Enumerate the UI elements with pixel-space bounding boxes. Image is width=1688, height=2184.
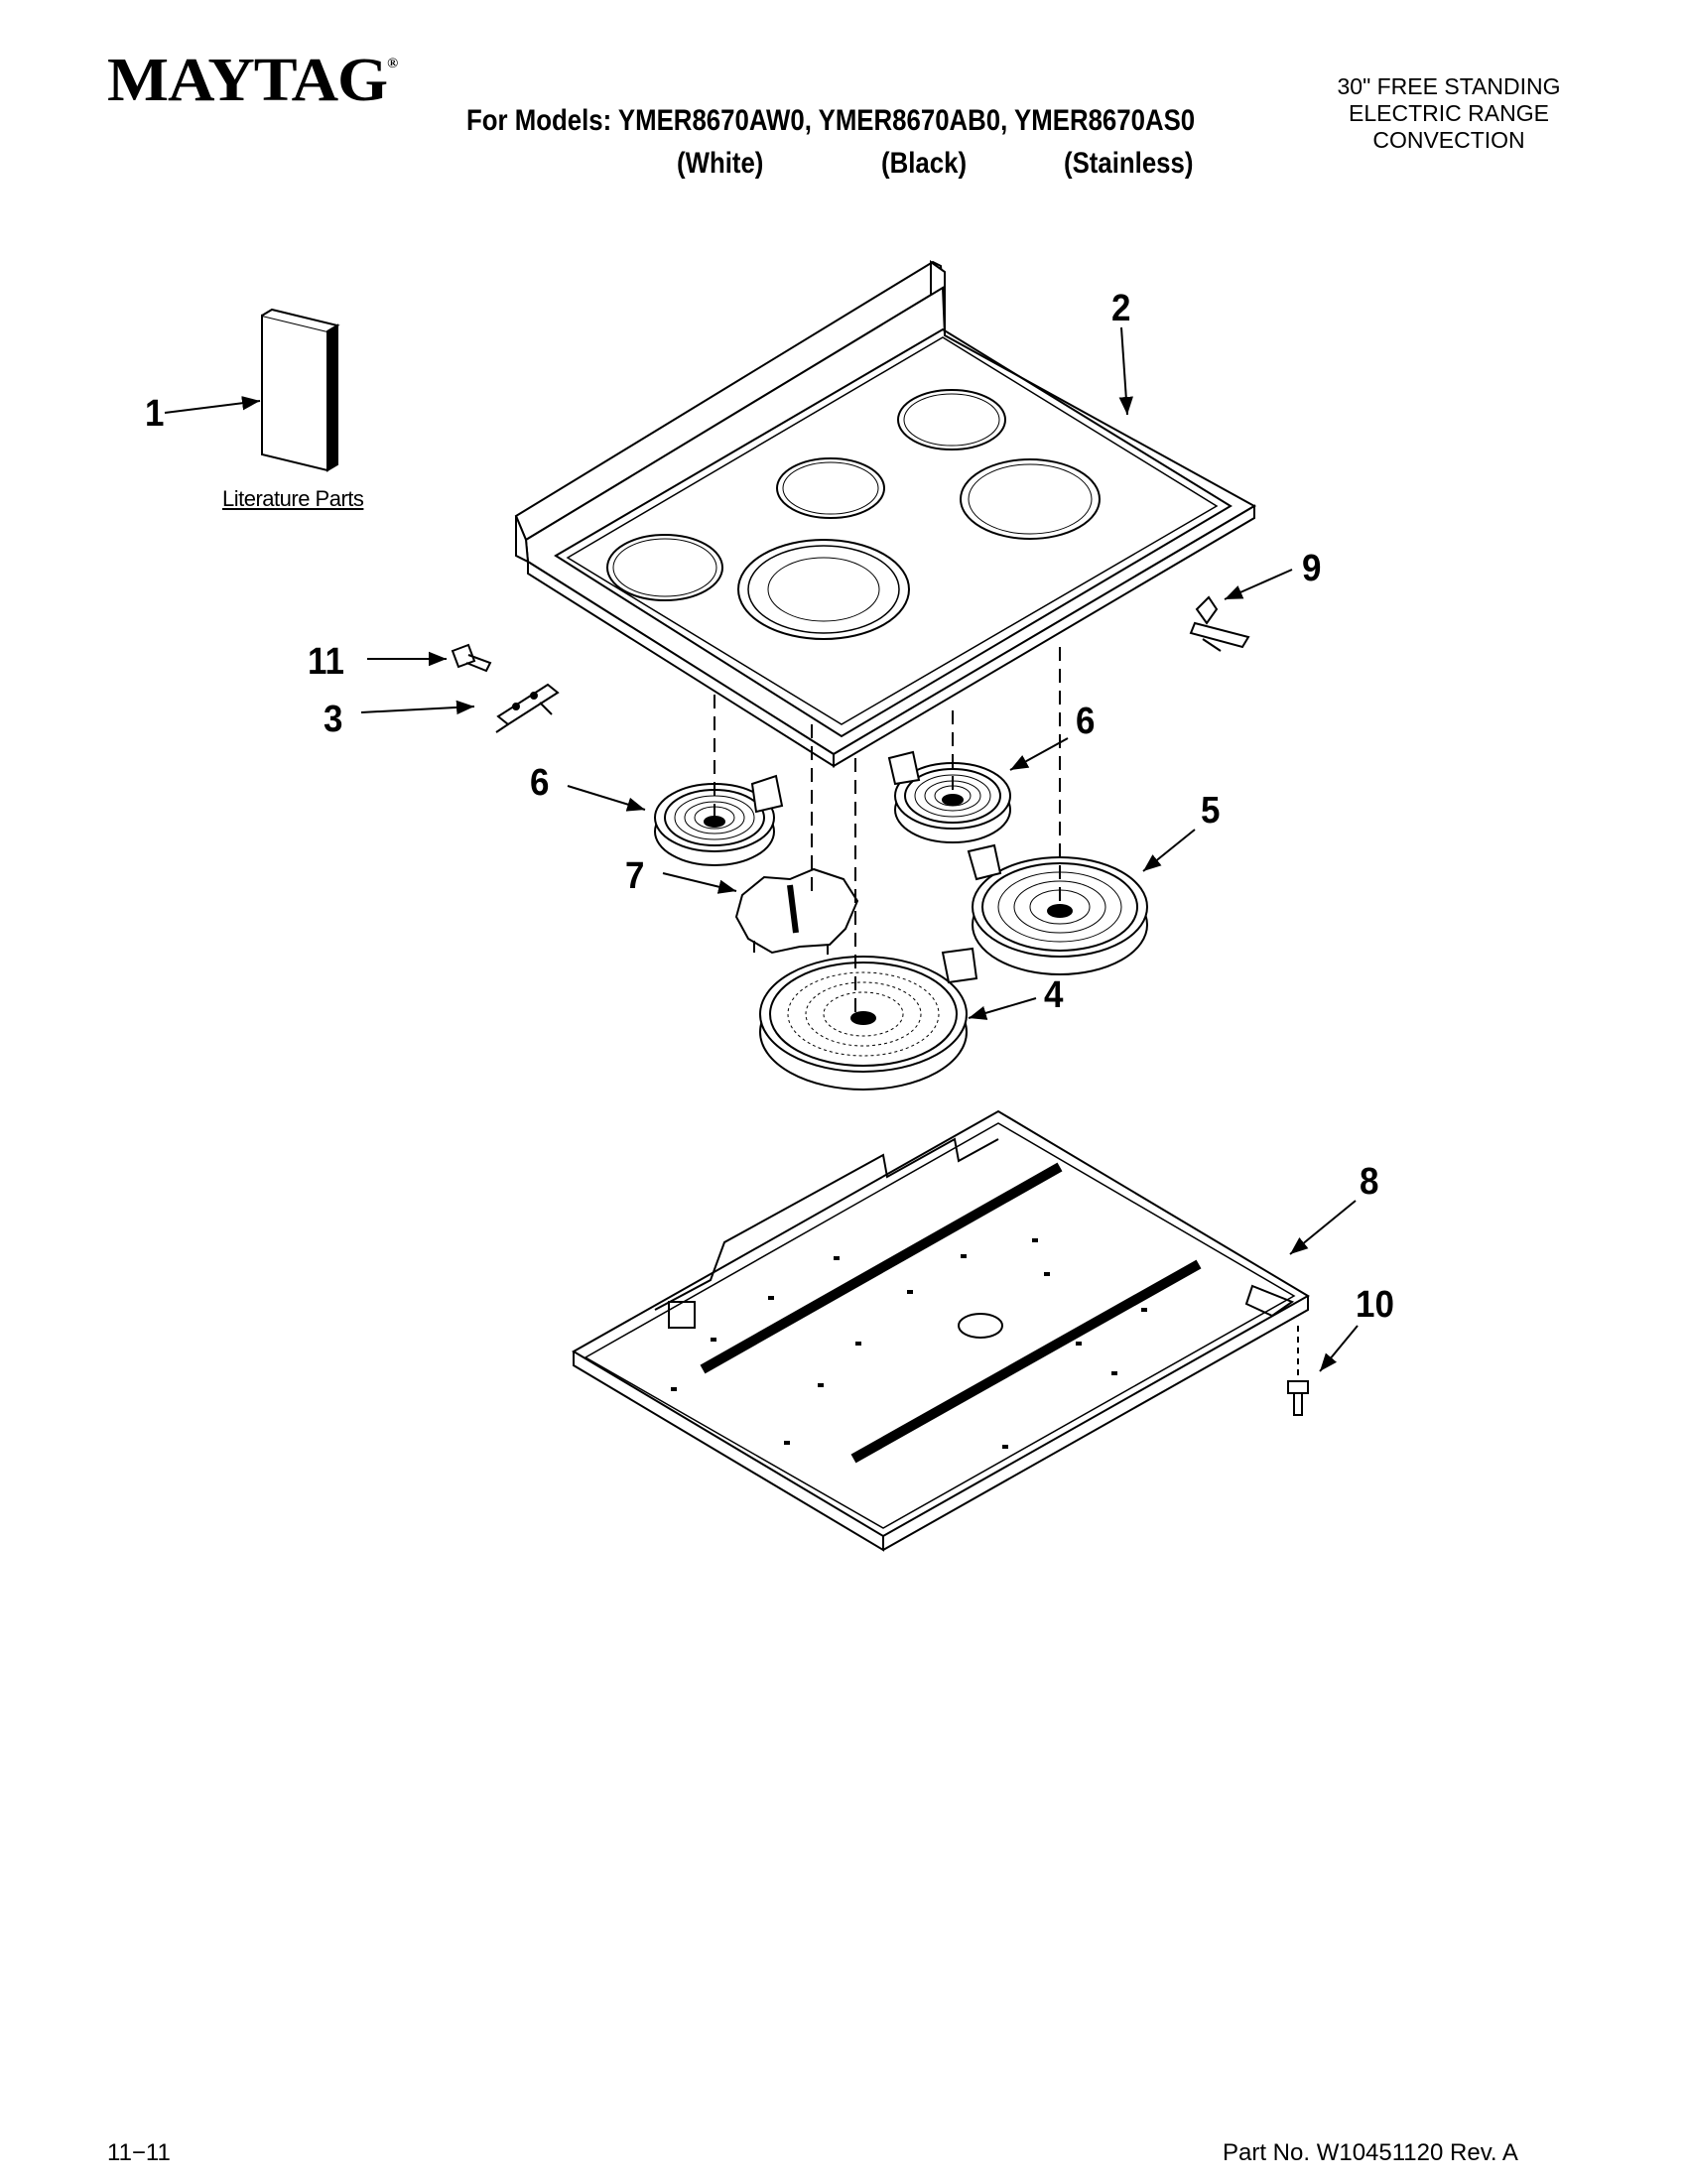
leader-arrows (164, 326, 1359, 1372)
literature-parts-label: Literature Parts (222, 486, 364, 511)
brand-name: MAYTAG (107, 47, 388, 114)
description-line-1: 30" FREE STANDING (1337, 73, 1561, 99)
callout-6-left: 6 (530, 762, 550, 804)
registered-mark: ® (387, 57, 398, 71)
burner-box-holes (671, 1238, 1147, 1449)
bracket-illustration (495, 683, 560, 733)
brand-logo: MAYTAG® (107, 47, 398, 114)
color-white: (White) (677, 147, 764, 180)
callout-6-right: 6 (1076, 701, 1096, 742)
description-line-3: CONVECTION (1372, 127, 1525, 153)
callout-2: 2 (1111, 288, 1131, 329)
shield-illustration (734, 867, 859, 955)
screw-11-illustration (451, 643, 492, 673)
models-line: For Models: YMER8670AW0, YMER8670AB0, YM… (466, 104, 1196, 137)
callout-8: 8 (1360, 1161, 1379, 1203)
cooktop-illustration (514, 260, 1257, 768)
date-code: 11−11 (107, 2139, 171, 2166)
callout-11: 11 (308, 641, 344, 683)
front-left-element-illustration (654, 774, 784, 866)
rear-small-element-illustration (887, 750, 1011, 843)
large-element-illustration (759, 947, 978, 1091)
literature-parts-illustration (261, 308, 340, 472)
callout-1: 1 (145, 393, 165, 435)
callout-3: 3 (324, 699, 343, 740)
callout-9: 9 (1302, 548, 1322, 589)
clip-illustration (1189, 595, 1250, 652)
callout-4: 4 (1044, 974, 1064, 1016)
color-stainless: (Stainless) (1064, 147, 1194, 180)
callout-10: 10 (1356, 1284, 1394, 1326)
burner-box-illustration (572, 1109, 1310, 1552)
product-description: 30" FREE STANDING ELECTRIC RANGE CONVECT… (1280, 73, 1618, 154)
callout-5: 5 (1201, 790, 1221, 832)
assembly-guide-lines (714, 647, 1061, 1018)
callout-7: 7 (625, 855, 645, 897)
rear-large-element-illustration (967, 843, 1148, 975)
screw-10-illustration (1287, 1326, 1309, 1416)
description-line-2: ELECTRIC RANGE (1349, 100, 1549, 126)
part-number: Part No. W10451120 Rev. A (1223, 2139, 1518, 2166)
color-black: (Black) (881, 147, 968, 180)
